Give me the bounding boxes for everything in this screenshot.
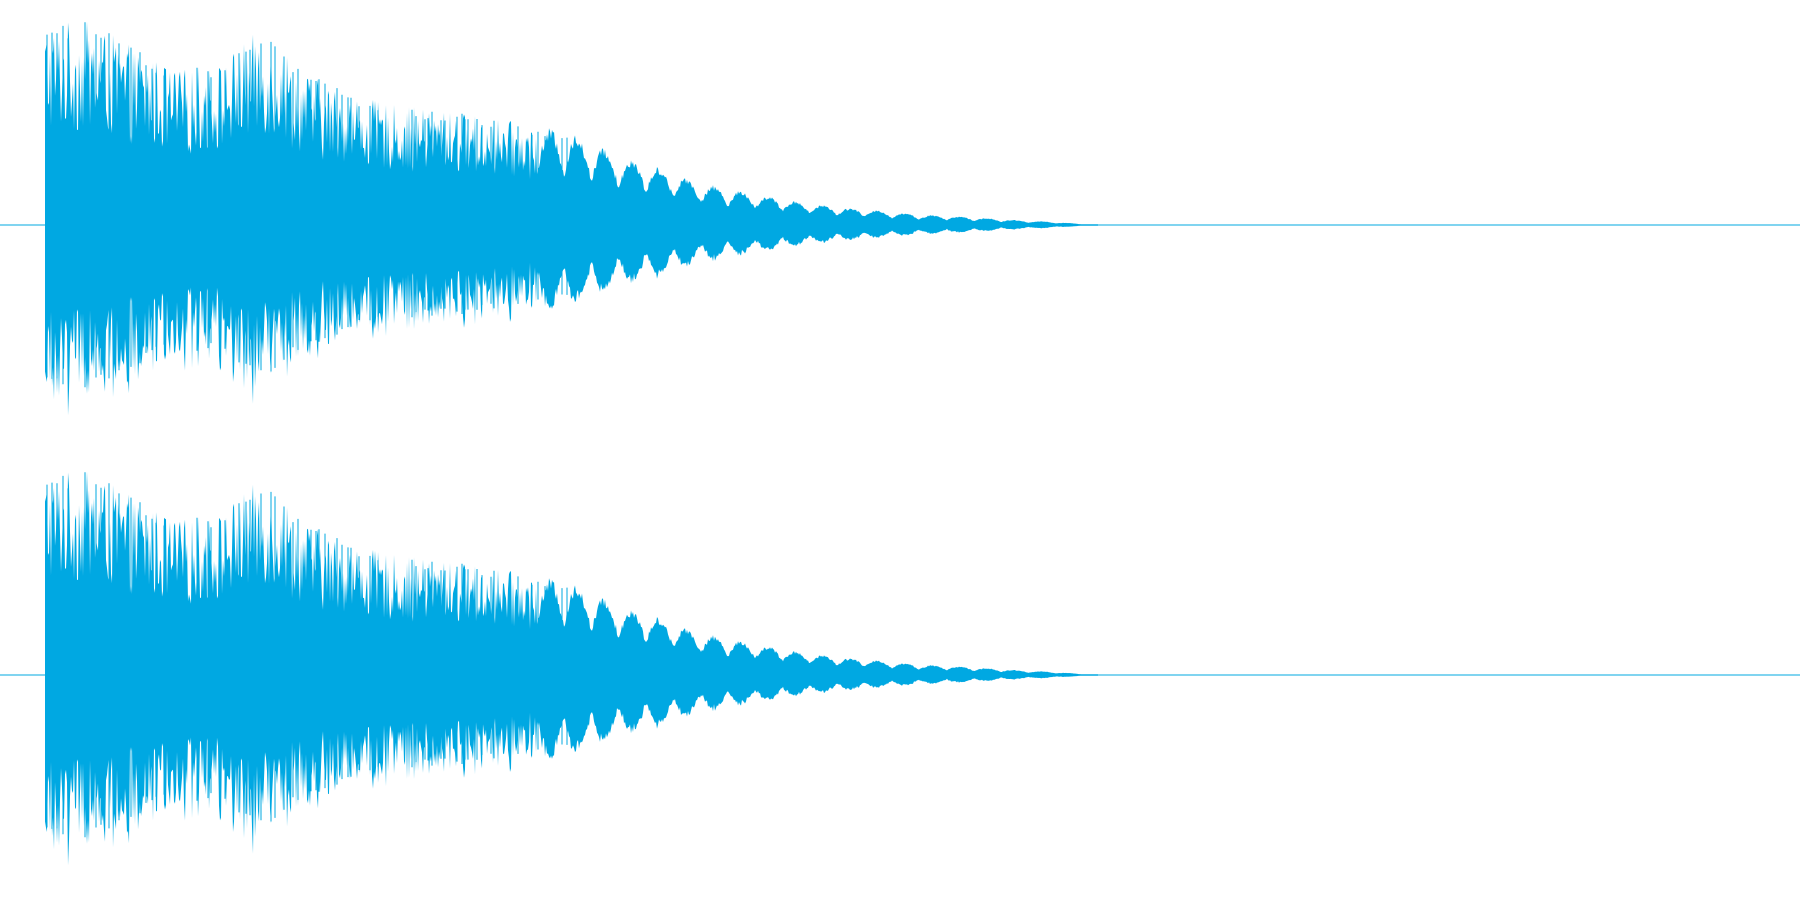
waveform-channel-2 <box>0 471 1800 866</box>
channel-2-waveform <box>45 471 1098 866</box>
waveform-channel-1 <box>0 21 1800 416</box>
channel-1-waveform <box>45 21 1098 416</box>
